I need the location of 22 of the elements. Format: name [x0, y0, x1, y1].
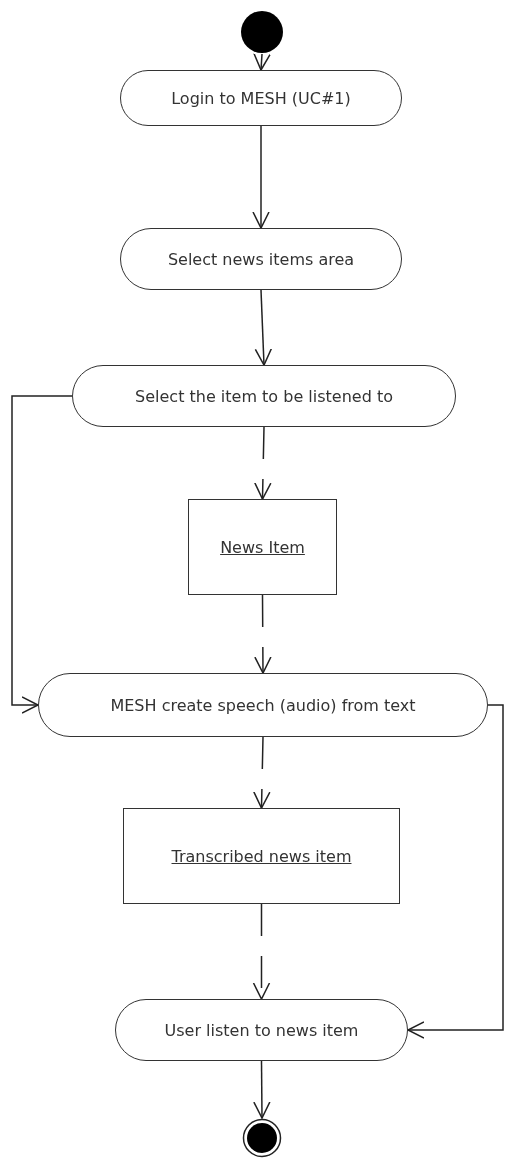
end-node — [242, 1118, 282, 1158]
control-flow-arrow — [253, 52, 271, 71]
control-flow-arrow — [253, 1060, 271, 1119]
object-label: Transcribed news item — [171, 846, 352, 866]
control-flow-arrow — [11, 395, 73, 714]
activity-label: Select news items area — [167, 249, 355, 269]
object-flow-arrow — [253, 736, 271, 809]
object-label: News Item — [220, 537, 305, 557]
object-flow-arrow — [254, 426, 272, 500]
activity-box — [120, 70, 402, 126]
object-box — [188, 499, 337, 595]
start-node — [240, 10, 284, 54]
object-flow-arrow — [254, 594, 272, 674]
activity-label: Select the item to be listened to — [135, 386, 393, 406]
control-flow-arrow — [252, 125, 270, 229]
activity-label: MESH create speech (audio) from text — [110, 695, 416, 715]
activity-label: Login to MESH (UC#1) — [171, 88, 351, 108]
object-box — [123, 808, 400, 904]
control-flow-arrow — [254, 289, 273, 366]
activity-label: User listen to news item — [164, 1020, 359, 1040]
object-flow-arrow — [252, 903, 271, 1000]
control-flow-arrow — [407, 704, 504, 1039]
